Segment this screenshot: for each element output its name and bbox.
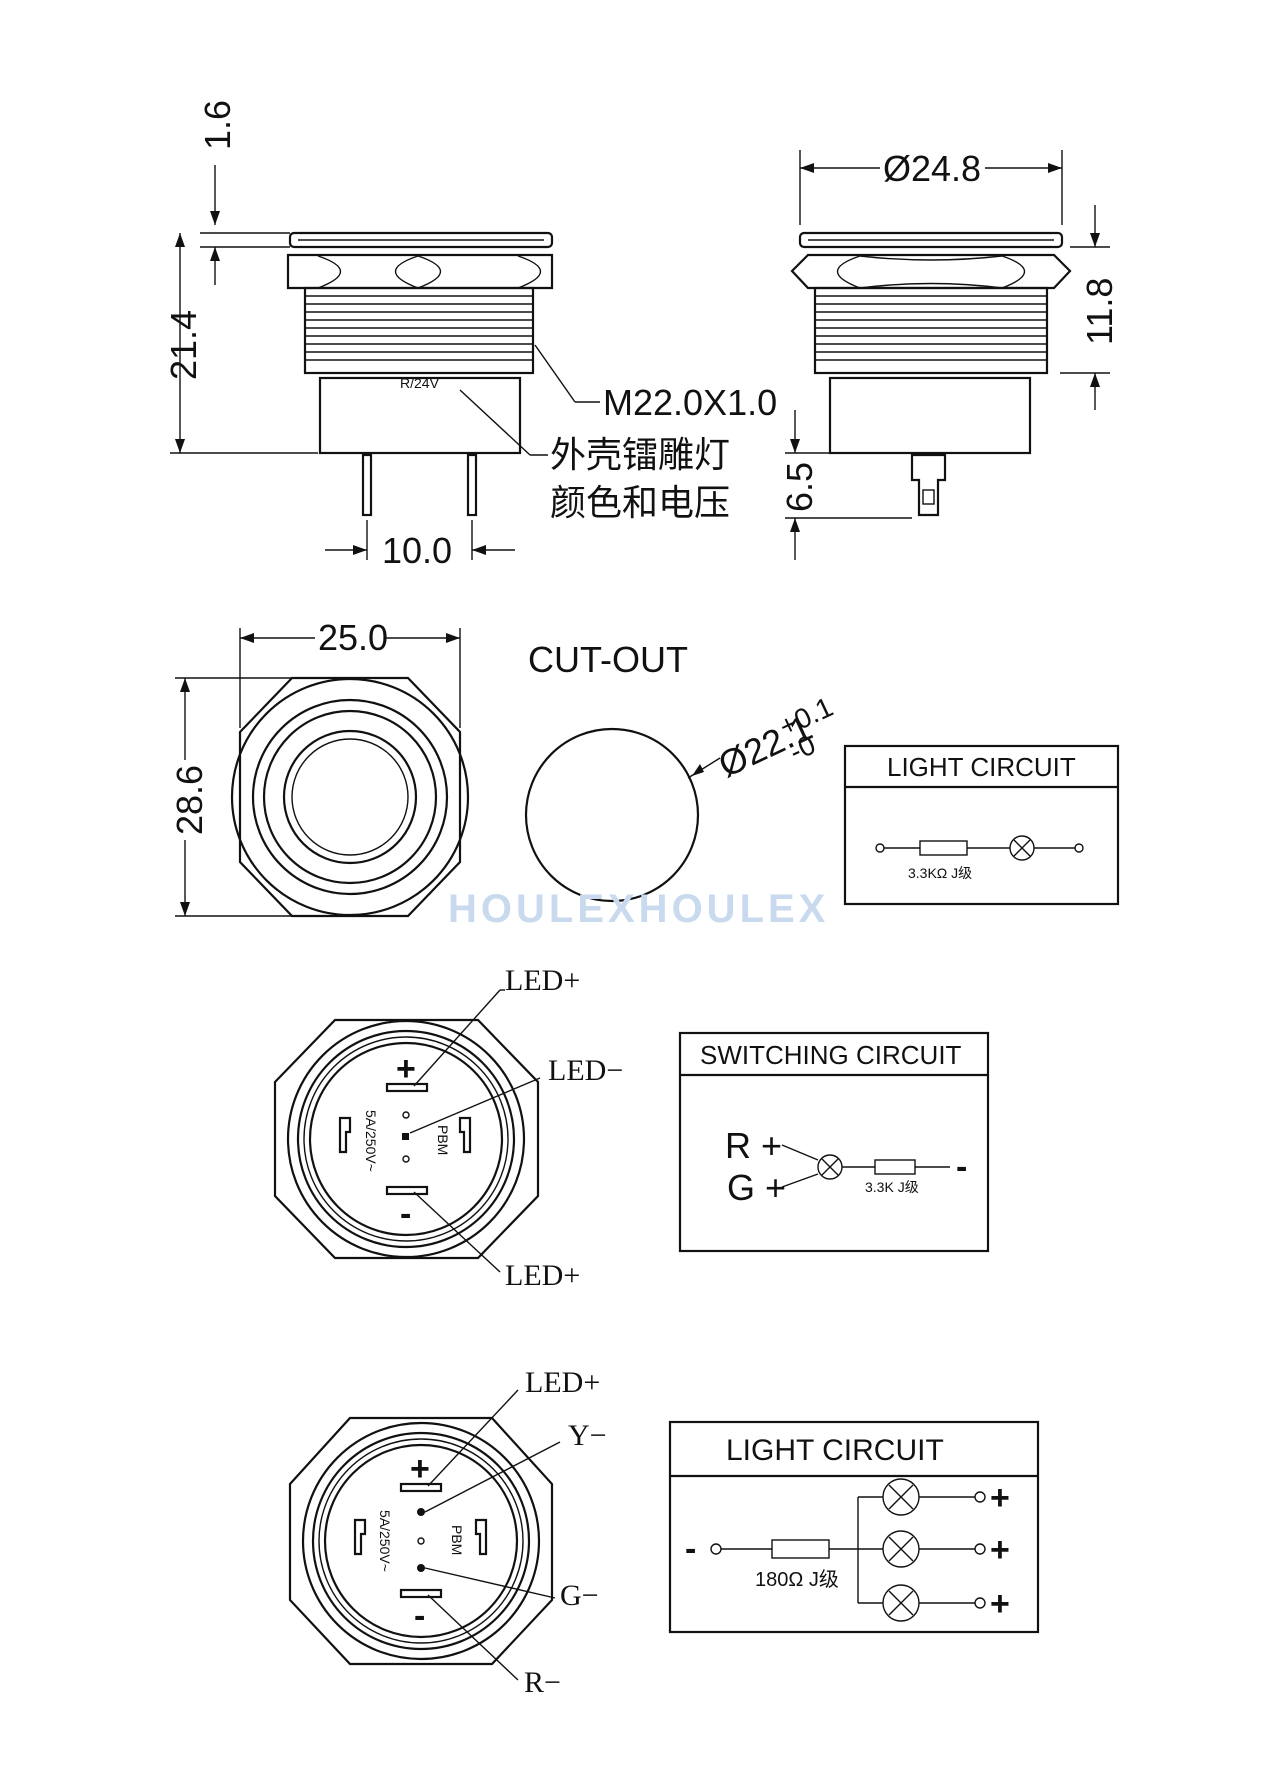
note-line-2: 颜色和电压	[550, 482, 730, 523]
pinout-1-label-led-minus: LED−	[548, 1054, 623, 1087]
pinout-2-label-g-minus: G−	[560, 1579, 599, 1612]
light-circuit-2-plus-2: +	[990, 1531, 1010, 1569]
pinout-2-plus: +	[410, 1450, 430, 1488]
front-side-view: Ø24.8 11.8 6.5	[779, 148, 1120, 560]
pinout-2-rating: 5A/250V~	[377, 1510, 393, 1572]
thread-spec: M22.0X1.0	[603, 382, 777, 423]
light-circuit-1-resistor: 3.3KΩ J级	[908, 865, 972, 881]
dim-total-height: 21.4	[163, 310, 204, 380]
note-line-1: 外壳镭雕灯	[550, 434, 730, 475]
light-circuit-1-title: LIGHT CIRCUIT	[887, 752, 1076, 782]
light-circuit-2-title: LIGHT CIRCUIT	[726, 1434, 944, 1467]
watermark: HOULEXHOULEX	[448, 887, 829, 931]
switching-circuit-r: R +	[725, 1125, 782, 1166]
dim-pin-length: 6.5	[779, 462, 820, 512]
light-circuit-2-resistor: 180Ω J级	[755, 1568, 839, 1591]
pinout-1-brand: PBM	[435, 1125, 451, 1155]
pinout-1-label-led-plus-bottom: LED+	[505, 1259, 580, 1292]
dim-cap-thickness: 1.6	[197, 100, 238, 150]
cutout: CUT-OUT Ø22.1 +0.1 -0	[524, 639, 838, 903]
front-thread-lines	[813, 286, 1049, 375]
light-circuit-2-minus: -	[685, 1530, 696, 1568]
side-view: R/24V 1.6 21.4 10.0 M22.0X1.0 外壳镭雕灯	[163, 100, 777, 571]
pinout-2-label-y-minus: Y−	[568, 1419, 607, 1452]
light-circuit-2-plus-1: +	[990, 1479, 1010, 1517]
pinout-2-brand: PBM	[449, 1525, 465, 1555]
light-circuit-2-plus-3: +	[990, 1585, 1010, 1623]
switching-circuit: SWITCHING CIRCUIT R + G + - 3.3K J级	[678, 1031, 990, 1253]
light-circuit-2: LIGHT CIRCUIT - + + + 180Ω J级	[668, 1420, 1040, 1634]
light-circuit-1: LIGHT CIRCUIT 3.3KΩ J级	[843, 744, 1120, 906]
pinout-1-label-led-plus-top: LED+	[505, 964, 580, 997]
body-marking: R/24V	[400, 375, 440, 391]
pinout-1-rating: 5A/250V~	[363, 1110, 379, 1172]
pinout-1: + - 5A/250V~ PBM LED+ LED− LED+	[273, 964, 623, 1292]
dim-pin-pitch: 10.0	[382, 530, 452, 571]
dim-thread-length: 11.8	[1079, 278, 1120, 345]
cutout-title: CUT-OUT	[528, 639, 688, 680]
dim-width: 25.0	[318, 617, 388, 658]
dim-across-corners: 28.6	[169, 765, 210, 835]
switching-circuit-resistor: 3.3K J级	[865, 1179, 919, 1195]
pinout-2: + - 5A/250V~ PBM LED+ Y− G− R−	[288, 1366, 607, 1699]
thread-lines	[303, 286, 535, 375]
pinout-1-plus: +	[396, 1050, 416, 1088]
pinout-2-label-led-plus: LED+	[525, 1366, 600, 1399]
dim-diameter: Ø24.8	[883, 148, 981, 189]
top-view: 25.0 28.6	[169, 617, 470, 918]
switching-circuit-g: G +	[727, 1167, 786, 1208]
switching-circuit-minus: -	[956, 1148, 967, 1186]
switching-circuit-title: SWITCHING CIRCUIT	[700, 1040, 962, 1070]
pinout-1-minus: -	[400, 1195, 411, 1233]
pinout-2-minus: -	[414, 1597, 425, 1635]
pinout-2-label-r-minus: R−	[524, 1666, 561, 1699]
